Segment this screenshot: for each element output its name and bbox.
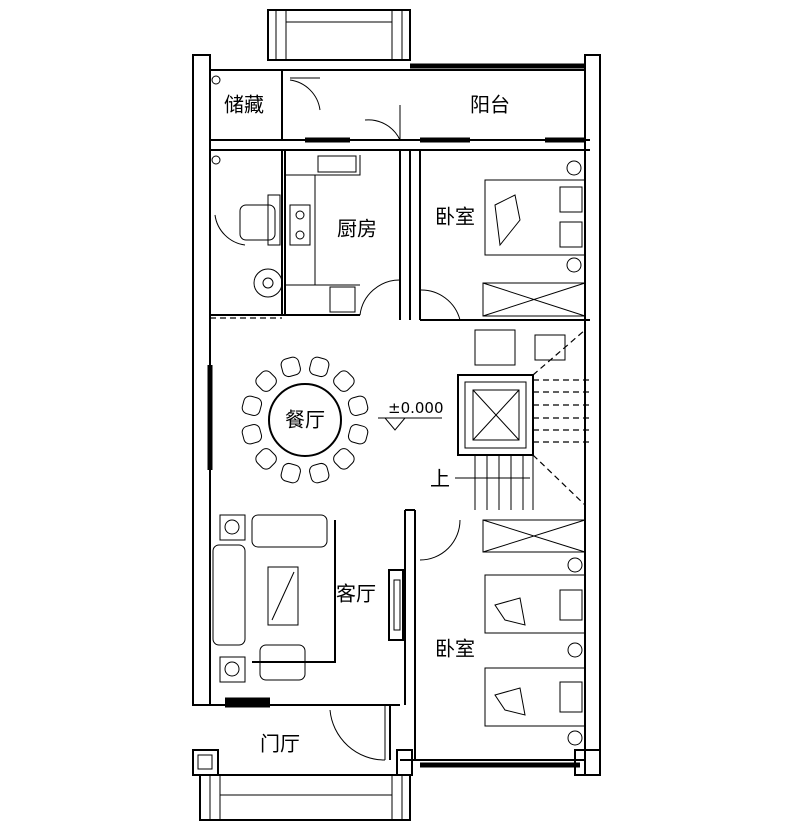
dining-chair bbox=[309, 356, 330, 378]
dining-chair bbox=[309, 462, 330, 484]
top-steps bbox=[267, 9, 411, 61]
room-label-balcony: 阳台 bbox=[470, 93, 510, 117]
room-label-storage: 储藏 bbox=[224, 93, 264, 117]
dining-chair bbox=[280, 356, 301, 378]
room-label-bedroom-bottom: 卧室 bbox=[435, 637, 475, 661]
elevation-label: ±0.000 bbox=[388, 399, 444, 417]
kitchen-counter bbox=[285, 155, 361, 313]
door-swings bbox=[214, 77, 461, 761]
dining-chair bbox=[333, 448, 355, 470]
dining-chair bbox=[241, 424, 263, 445]
dining-chair bbox=[255, 370, 277, 392]
dining-chair bbox=[347, 424, 369, 445]
dining-chair bbox=[280, 462, 301, 484]
bathroom-fixtures bbox=[211, 75, 283, 298]
dining-table bbox=[241, 356, 369, 484]
living-furniture bbox=[212, 514, 404, 683]
beds-bottom bbox=[484, 557, 586, 746]
dining-chair bbox=[347, 395, 369, 416]
bed-top bbox=[482, 160, 586, 317]
room-label-living: 客厅 bbox=[336, 582, 376, 606]
room-label-foyer: 门厅 bbox=[260, 732, 300, 756]
stair-elevator bbox=[455, 329, 590, 553]
room-label-bedroom-top: 卧室 bbox=[435, 205, 475, 229]
interior-walls bbox=[207, 69, 590, 760]
elevation-marker: ±0.000 bbox=[378, 399, 444, 431]
room-label-kitchen: 厨房 bbox=[337, 217, 377, 241]
stair-up-label: 上 bbox=[430, 467, 450, 491]
bottom-steps bbox=[199, 774, 411, 821]
dining-chair bbox=[241, 395, 263, 416]
room-label-dining: 餐厅 bbox=[285, 408, 325, 432]
dining-chair bbox=[333, 370, 355, 392]
dining-chair bbox=[255, 448, 277, 470]
table-top bbox=[268, 383, 342, 457]
